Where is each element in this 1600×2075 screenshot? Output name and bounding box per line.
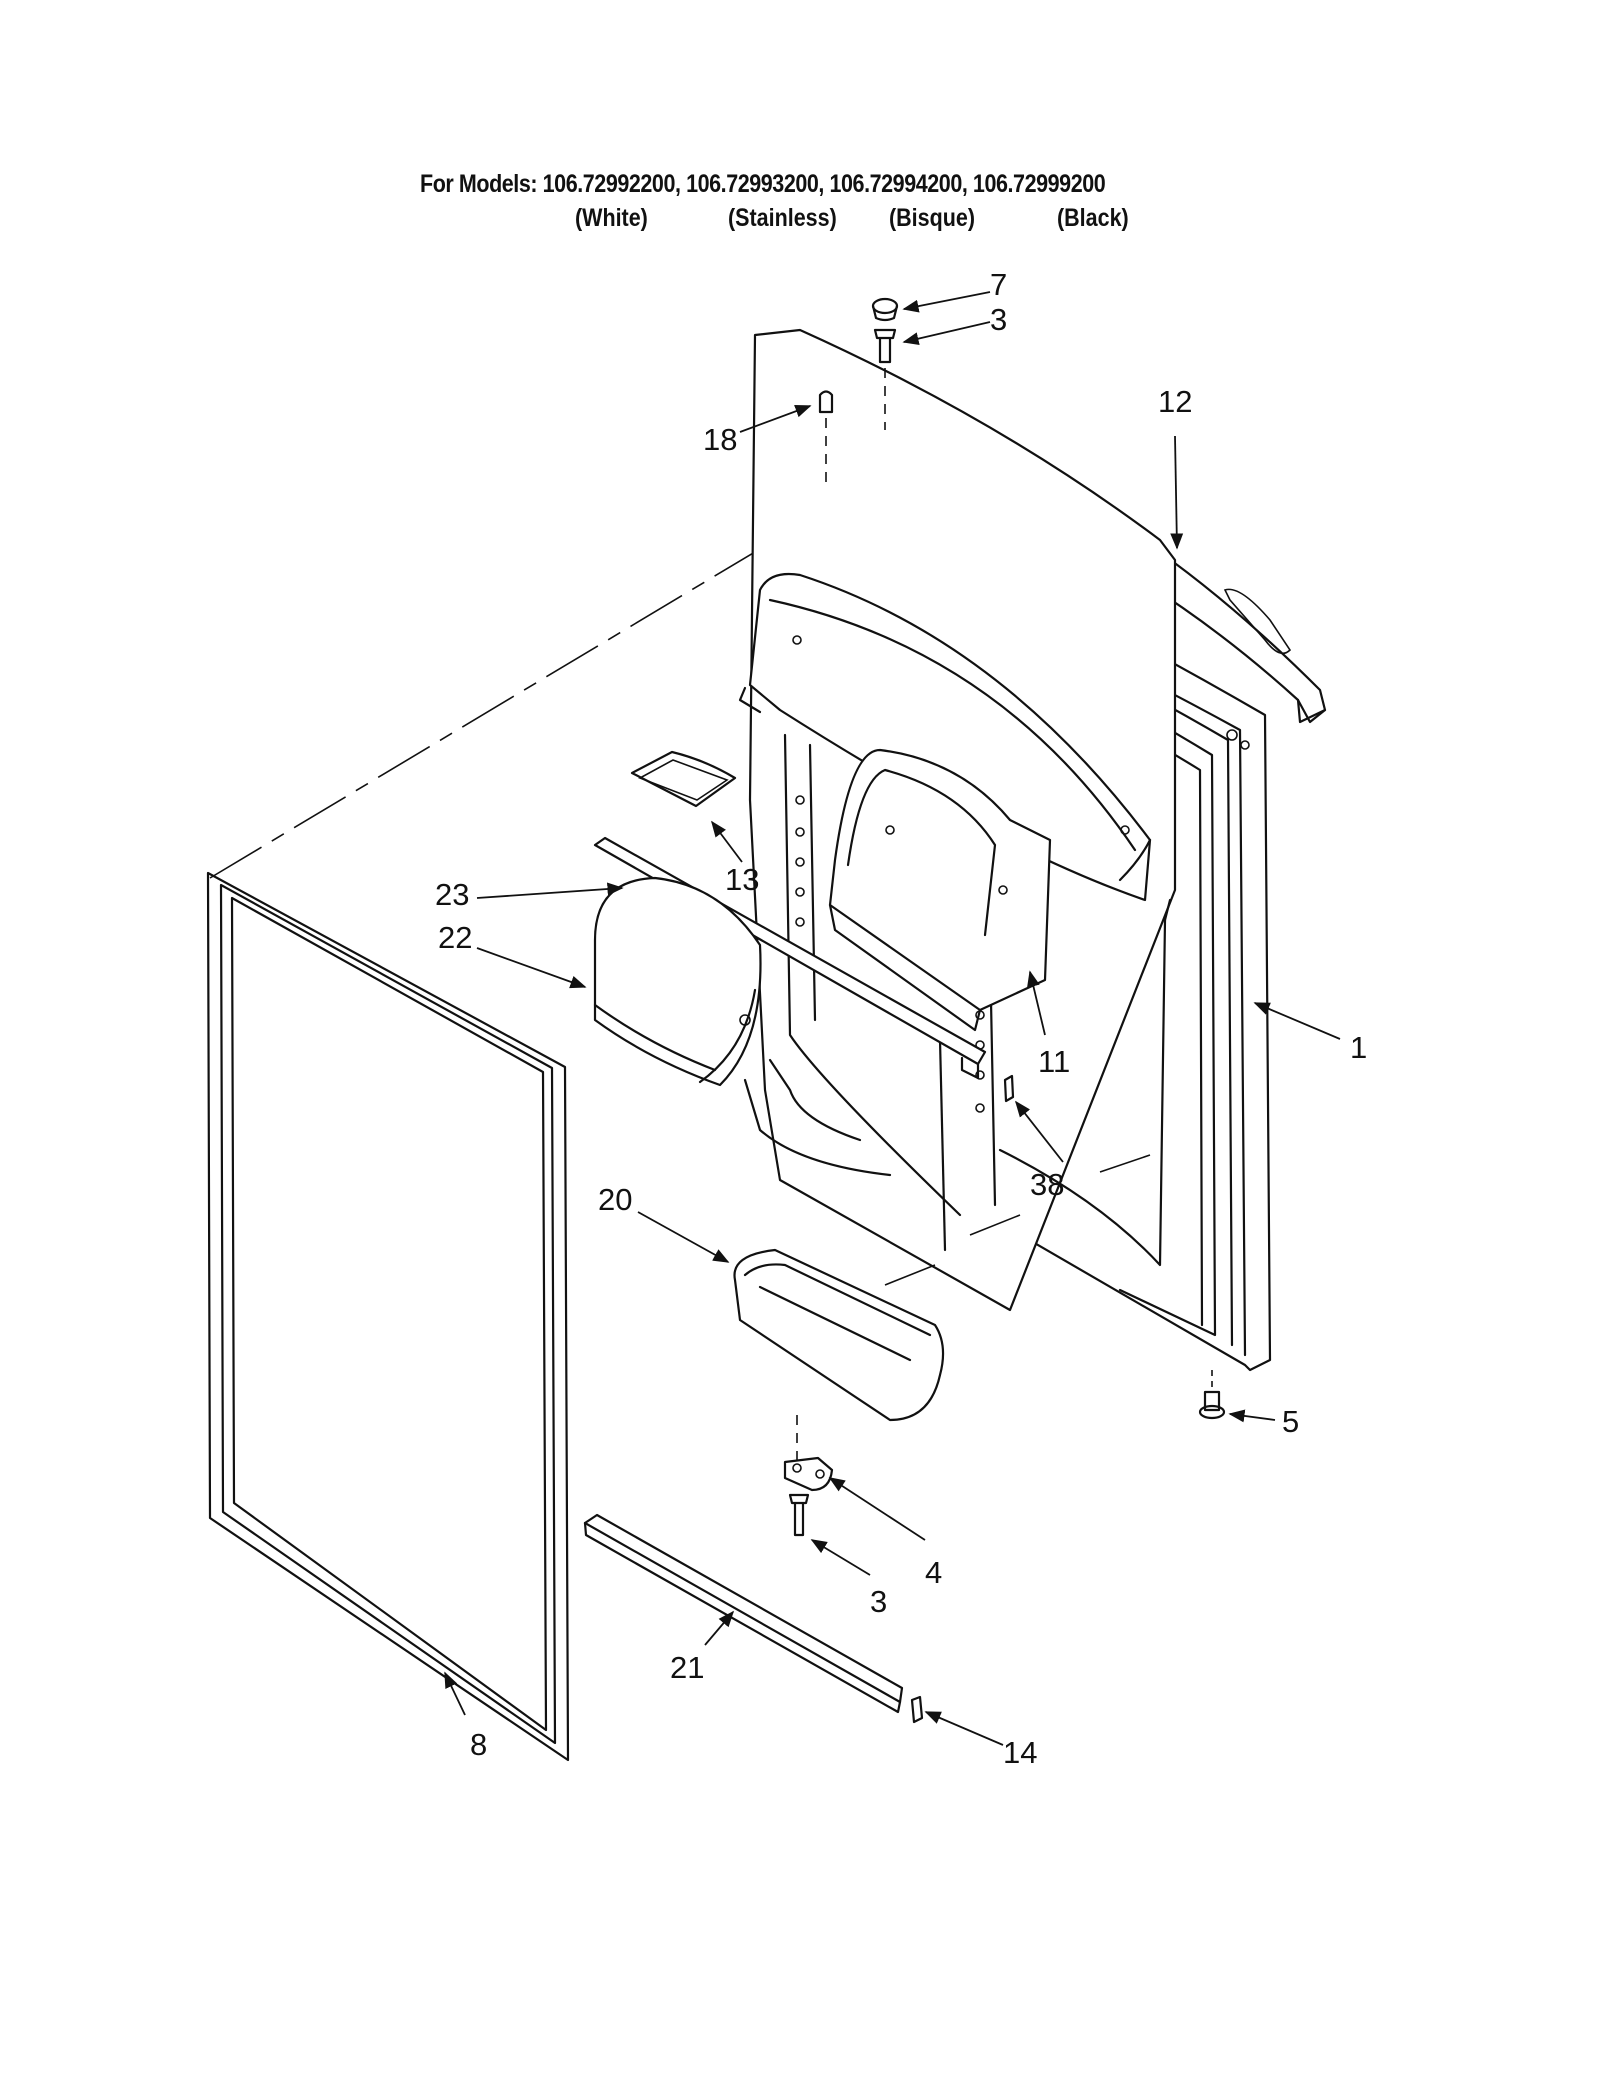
callout-3-bottom: 3 — [870, 1584, 887, 1619]
part-11-dairy-bin — [828, 748, 1052, 1032]
color-label-black: (Black) — [1057, 204, 1129, 232]
part-4-bottom-hinge — [783, 1415, 834, 1492]
cabinet-outline — [209, 524, 801, 879]
callout-18: 18 — [703, 422, 737, 457]
part-38-clip — [1003, 1074, 1015, 1103]
color-label-stainless: (Stainless) — [728, 204, 837, 232]
callout-labels: 7 3 12 18 13 23 22 11 1 38 20 5 4 3 21 1… — [435, 267, 1367, 1770]
callout-13: 13 — [725, 862, 759, 897]
callout-12: 12 — [1158, 384, 1192, 419]
part-22-butter-cover — [593, 876, 762, 1087]
callout-22: 22 — [438, 920, 472, 955]
part-8-gasket — [206, 871, 570, 1762]
part-7-cap — [871, 297, 899, 322]
callout-20: 20 — [598, 1182, 632, 1217]
part-14-clip — [910, 1695, 924, 1724]
models-header: For Models: 106.72992200, 106.72993200, … — [420, 170, 1106, 198]
callout-14: 14 — [1003, 1735, 1037, 1770]
callout-7: 7 — [990, 267, 1007, 302]
callout-3-top: 3 — [990, 302, 1007, 337]
callout-5: 5 — [1282, 1404, 1299, 1439]
callout-11: 11 — [1038, 1044, 1070, 1079]
leader-lines — [444, 291, 1341, 1746]
color-label-bisque: (Bisque) — [889, 204, 975, 232]
color-label-white: (White) — [575, 204, 648, 232]
callout-4: 4 — [925, 1555, 942, 1590]
callout-23: 23 — [435, 877, 469, 912]
part-3-top-screw — [873, 328, 897, 430]
part-13-tray — [630, 750, 737, 808]
part-5-bushing — [1198, 1370, 1226, 1420]
part-3-bottom-screw — [788, 1493, 810, 1537]
part-20-door-bin — [733, 1248, 945, 1422]
callout-38: 38 — [1030, 1167, 1064, 1202]
part-21-strip — [583, 1513, 904, 1714]
callout-8: 8 — [470, 1727, 487, 1762]
part-18-pin — [818, 390, 834, 485]
callout-21: 21 — [670, 1650, 704, 1685]
callout-1: 1 — [1350, 1030, 1367, 1065]
